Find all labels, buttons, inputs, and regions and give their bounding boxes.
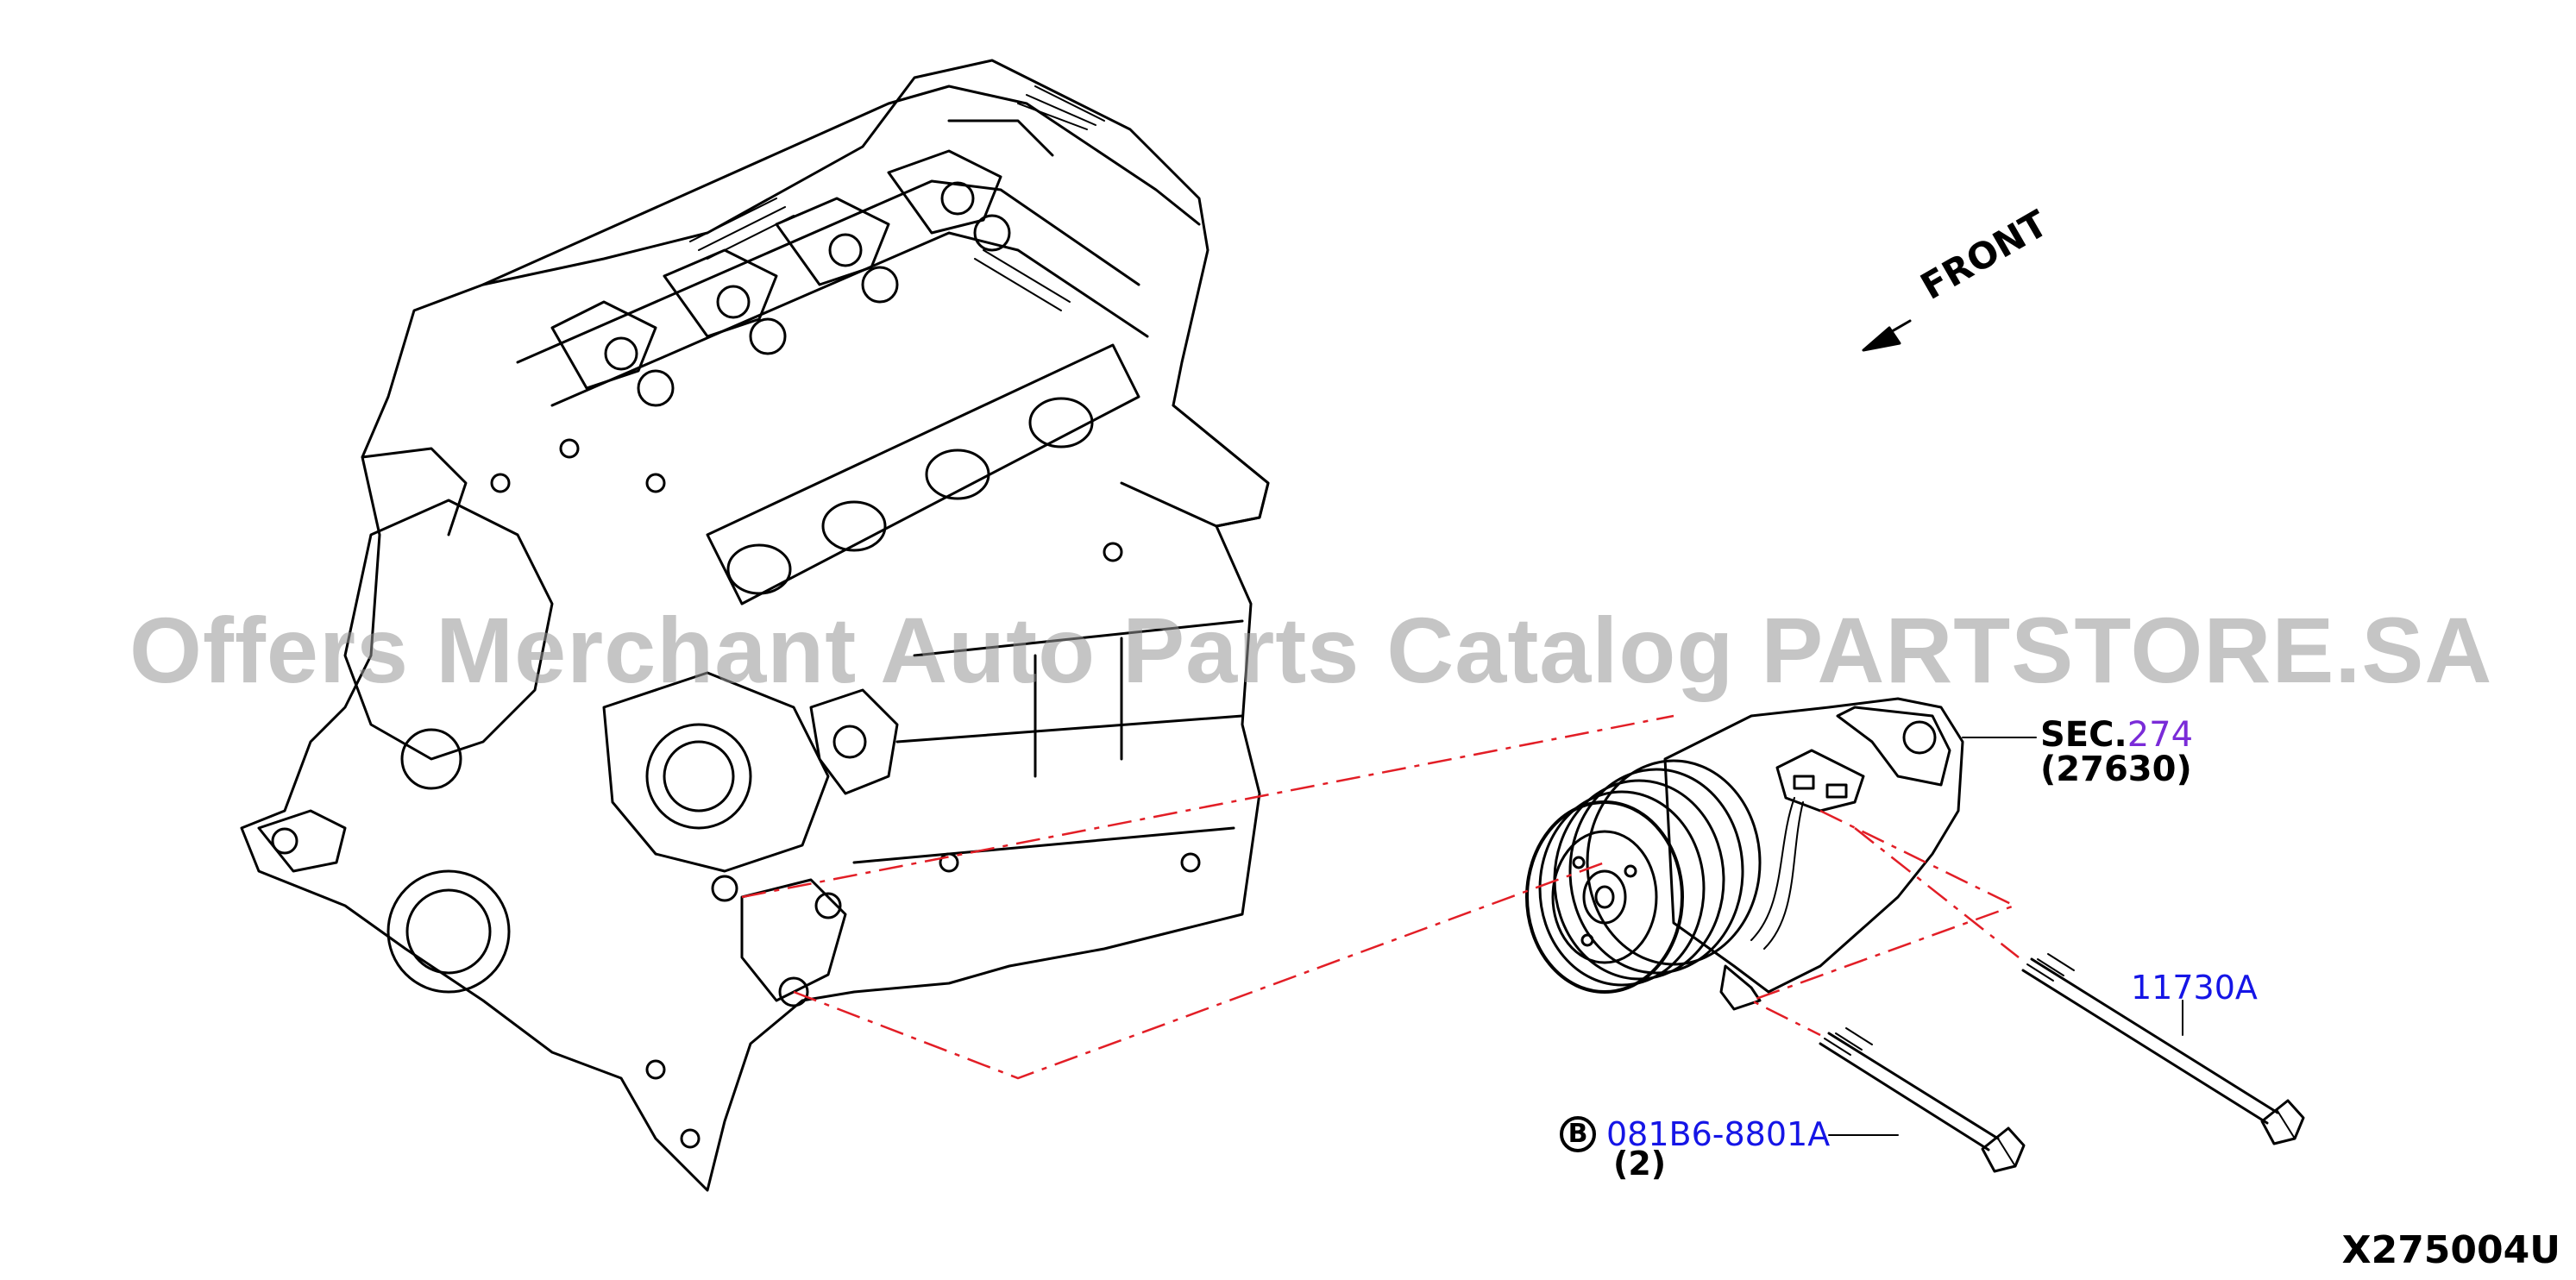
bolt-short (1819, 1027, 2026, 1173)
front-arrow-icon (1862, 319, 1912, 352)
section-callout[interactable]: SEC.274 (2040, 718, 2193, 752)
diagram-id: X275004U (2341, 1228, 2560, 1272)
part-11730A-link[interactable]: 11730A (2131, 969, 2258, 1007)
ac-compressor (1525, 697, 2037, 1011)
section-number-link[interactable]: 274 (2127, 715, 2194, 755)
mounting-dash-lines (741, 714, 2020, 1080)
bolt-long (2021, 953, 2305, 1145)
b-marker-icon: B (1560, 1116, 1596, 1152)
part-081B6-8801A-link[interactable]: 081B6-8801A (1606, 1115, 1831, 1153)
engine-block (240, 59, 1270, 1192)
section-prefix: SEC. (2040, 715, 2127, 755)
section-sub-number: (27630) (2040, 750, 2192, 789)
watermark-text: Offers Merchant Auto Parts Catalog PARTS… (129, 598, 2493, 702)
bolt-quantity: (2) (1613, 1145, 1667, 1183)
